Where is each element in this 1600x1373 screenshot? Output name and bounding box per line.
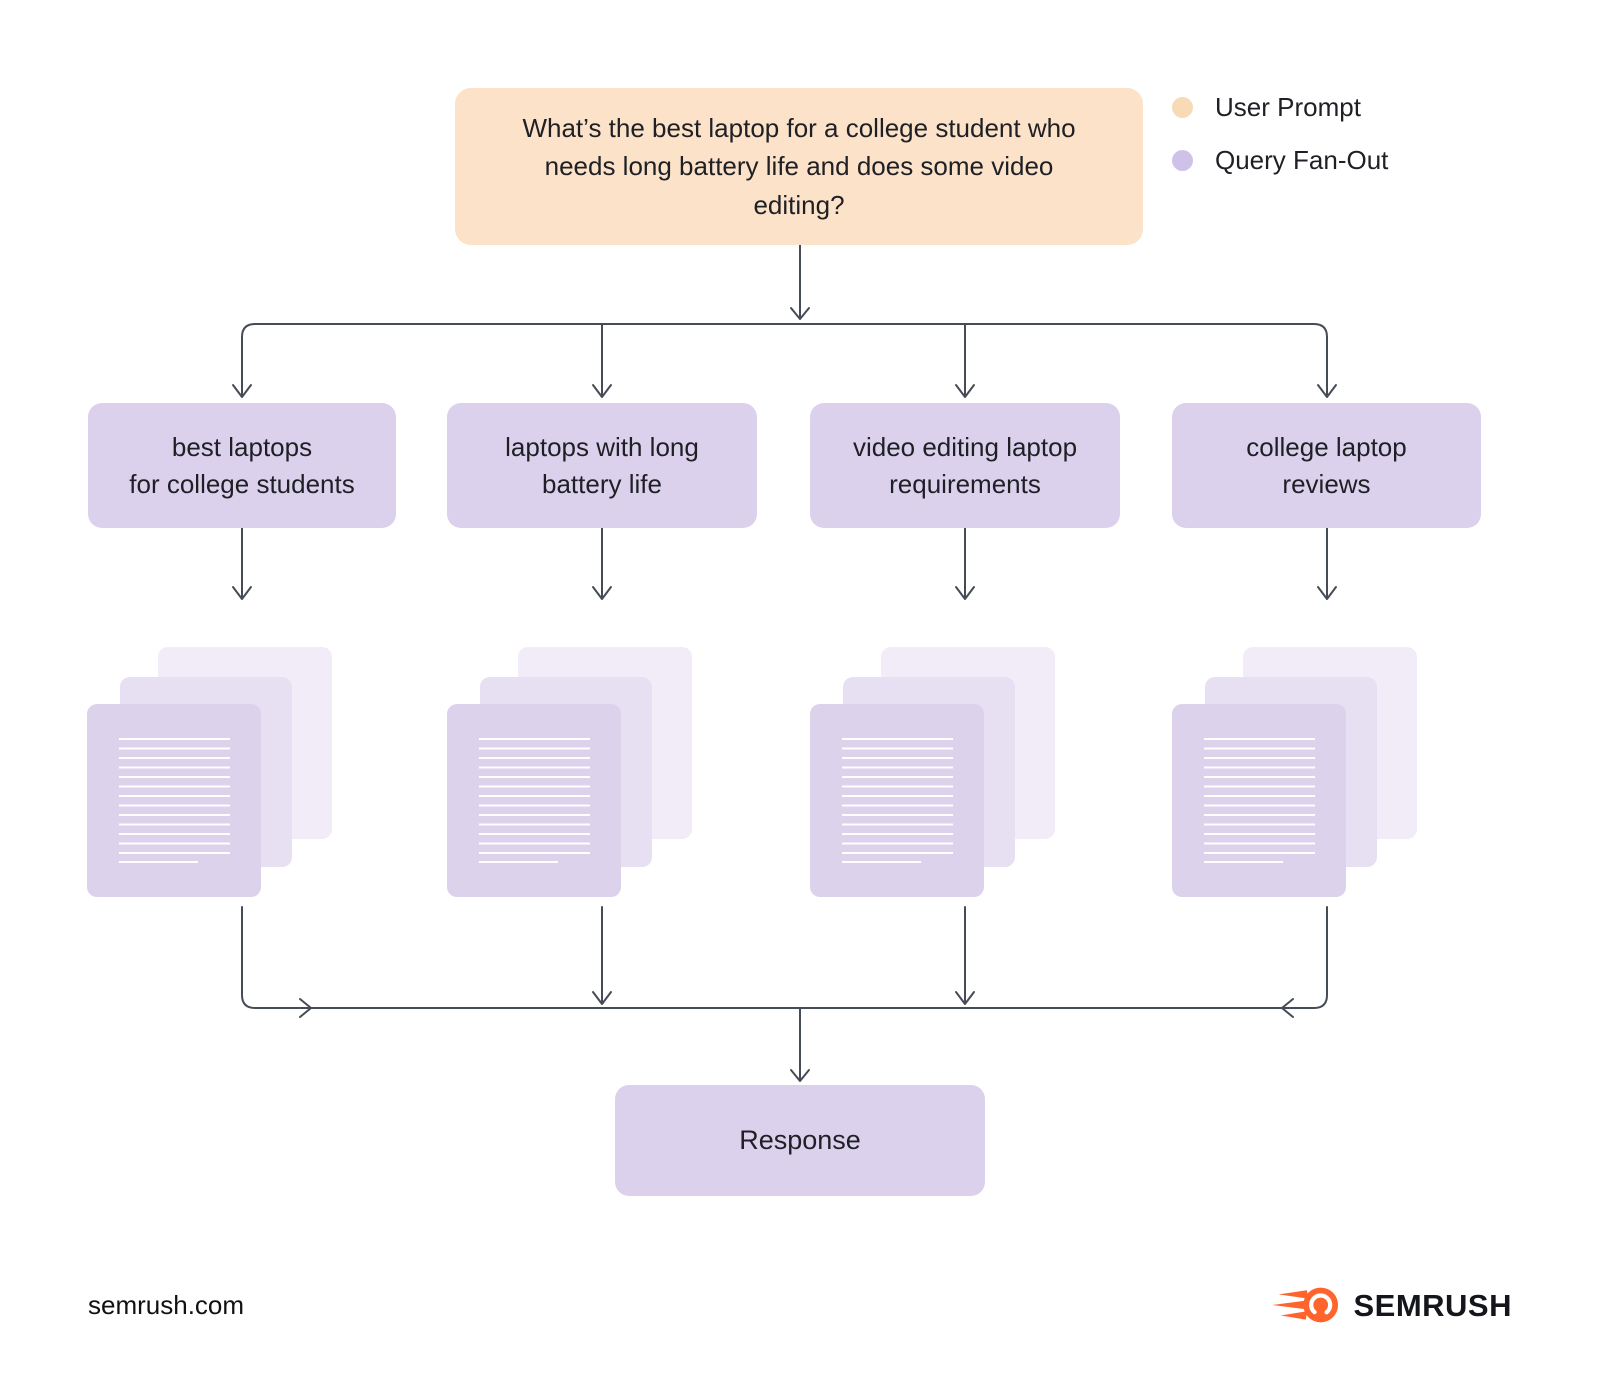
query-text-line: requirements [889, 468, 1041, 499]
user-prompt-swatch-icon [1172, 97, 1193, 118]
document-icon [810, 704, 984, 897]
document-text-lines [479, 738, 590, 855]
legend-label-query-fanout: Query Fan-Out [1215, 145, 1389, 175]
user-prompt-node: What’s the best laptop for a college stu… [455, 88, 1143, 245]
query-text-line: reviews [1282, 468, 1371, 499]
query-text-line: for college students [129, 468, 355, 499]
query-fanout-swatch-icon [1172, 150, 1193, 171]
query-node-video-editing: video editing laptop requirements [810, 403, 1120, 528]
document-text-lines [119, 861, 198, 863]
query-text-line: laptops with long [505, 431, 699, 462]
query-node-college-reviews: college laptop reviews [1172, 403, 1481, 528]
semrush-logo: SEMRUSH [1271, 1286, 1512, 1326]
document-icon [1172, 704, 1346, 897]
semrush-wordmark: SEMRUSH [1353, 1288, 1512, 1323]
document-text-lines [479, 861, 558, 863]
document-icon [447, 704, 621, 897]
document-text-lines [842, 738, 953, 855]
query-text-line: battery life [542, 468, 662, 499]
response-text: Response [739, 1125, 861, 1155]
document-stack [447, 647, 707, 902]
query-node-best-laptops: best laptops for college students [88, 403, 396, 528]
legend-item-user-prompt: User Prompt [1172, 92, 1388, 123]
query-text-line: video editing laptop [852, 431, 1078, 462]
legend-item-query-fanout: Query Fan-Out [1172, 145, 1388, 176]
document-stack [810, 647, 1070, 902]
semrush-comet-icon [1272, 1287, 1339, 1323]
site-credit: semrush.com [88, 1290, 245, 1320]
document-icon [87, 704, 261, 897]
document-text-lines [1204, 738, 1315, 855]
document-text-lines [119, 738, 230, 855]
query-node-battery-life: laptops with long battery life [447, 403, 757, 528]
document-stack [87, 647, 347, 902]
user-prompt-text: What’s the best laptop for a college stu… [522, 112, 1076, 220]
response-node: Response [615, 1085, 985, 1196]
document-stack [1172, 647, 1432, 902]
legend: User Prompt Query Fan-Out [1172, 92, 1388, 176]
legend-label-user-prompt: User Prompt [1215, 92, 1361, 122]
query-text-line: best laptops [171, 431, 313, 462]
document-text-lines [1204, 861, 1283, 863]
document-text-lines [842, 861, 921, 863]
query-text-line: college laptop [1246, 431, 1407, 462]
